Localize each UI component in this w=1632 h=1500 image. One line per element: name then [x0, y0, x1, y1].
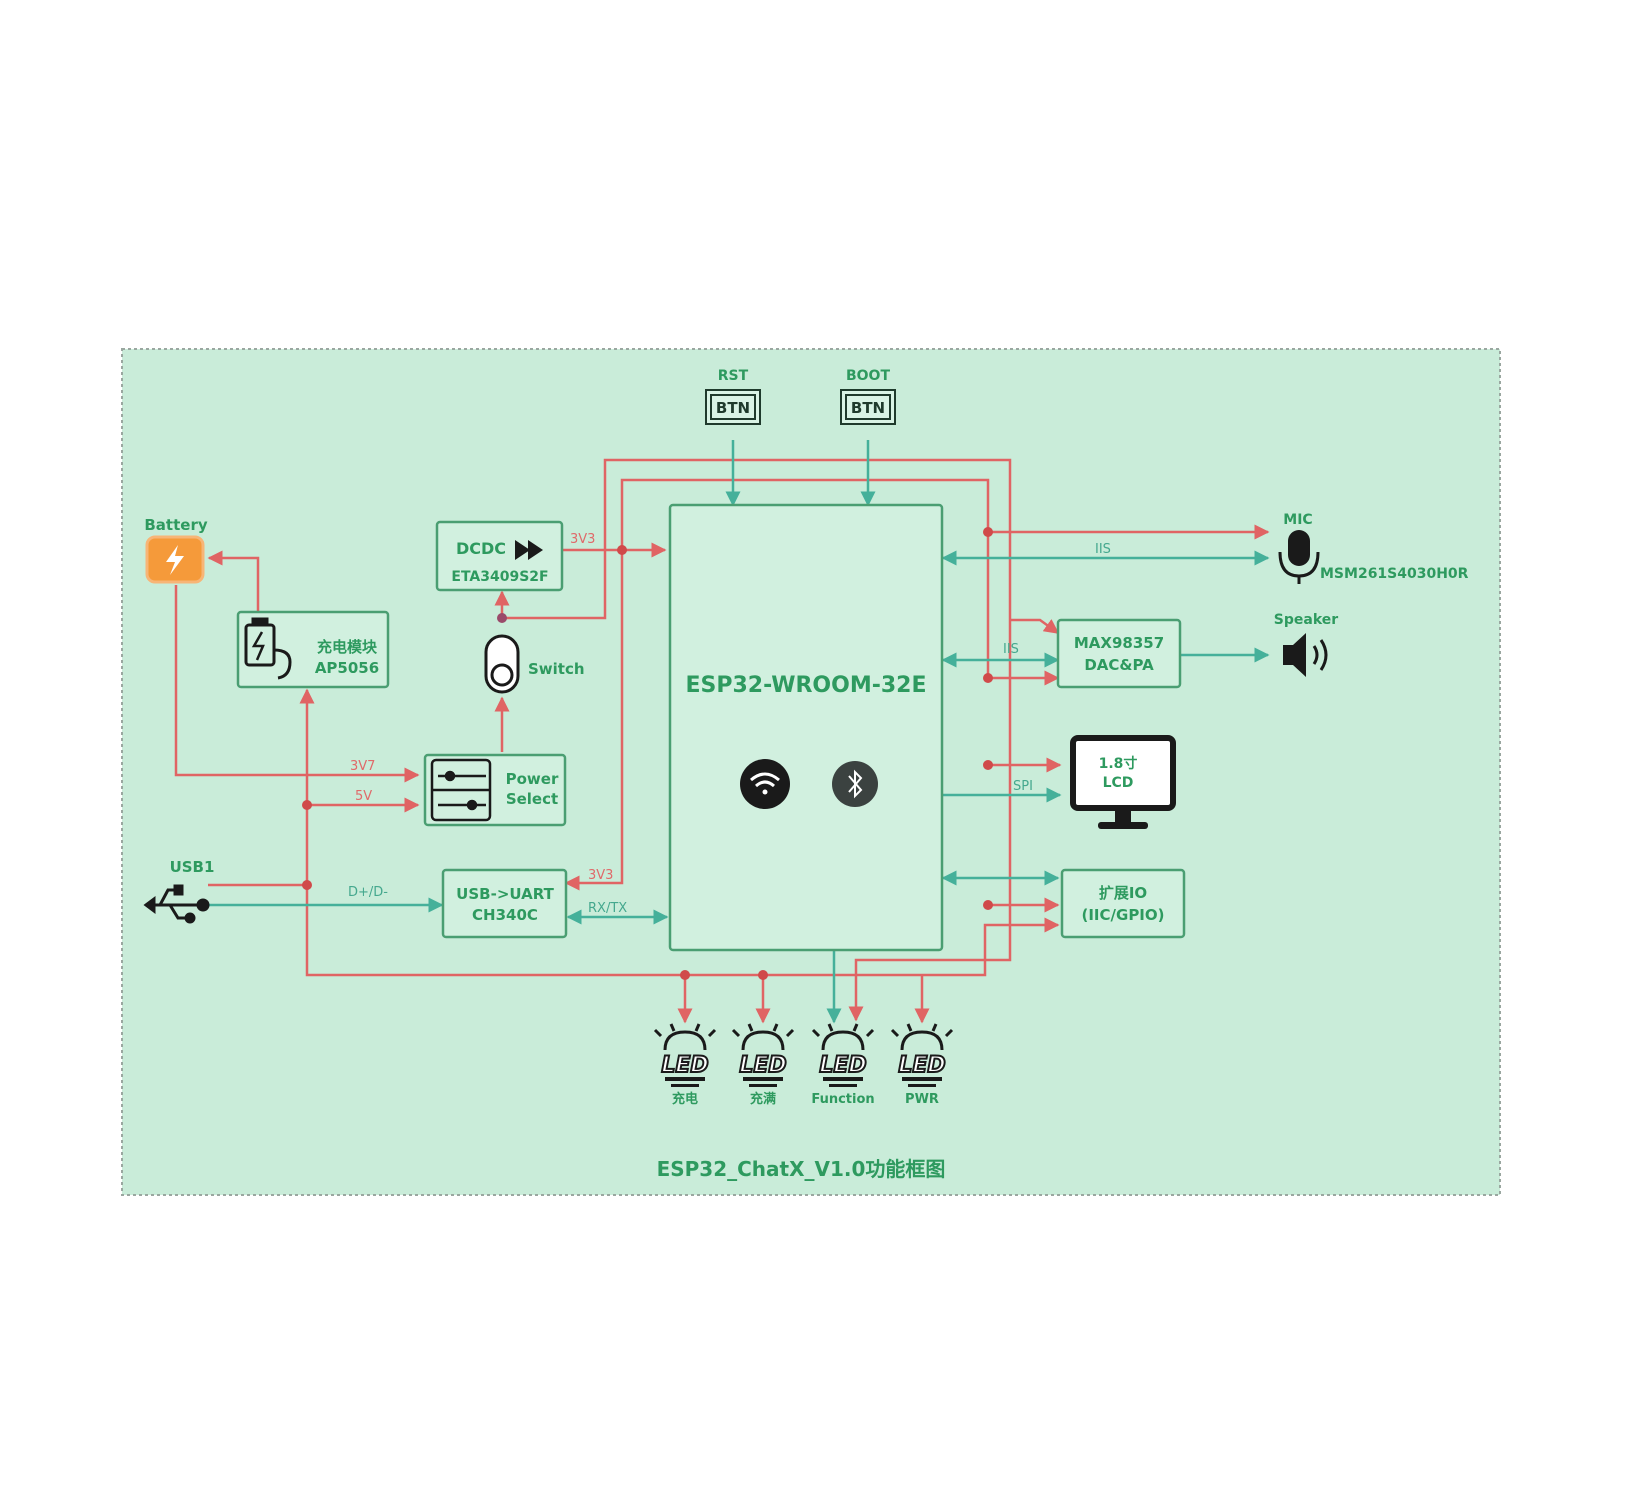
led-glyph: LED: [819, 1053, 866, 1078]
rst-label: RST: [718, 368, 749, 384]
io-line2: (IIC/GPIO): [1082, 906, 1165, 924]
led-glyph: LED: [739, 1053, 786, 1078]
battery-label: Battery: [144, 516, 207, 534]
bus-label-mic-iis: IIS: [1095, 542, 1111, 557]
usb-label: USB1: [170, 858, 215, 876]
lcd-monitor-icon: [1070, 735, 1176, 829]
led-dome-icon: [900, 1030, 944, 1051]
speaker-label: Speaker: [1274, 612, 1338, 628]
dcdc-block: [435, 520, 564, 592]
led-rays-icon: [890, 1023, 954, 1038]
diagram-title: ESP32_ChatX_V1.0功能框图: [657, 1157, 946, 1181]
bus-label-uart-3v3: 3V3: [588, 868, 613, 883]
led-indicator: LED 充满: [731, 1023, 795, 1107]
bus-label-dcdc-3v3: 3V3: [570, 532, 595, 547]
selector-icon: [430, 758, 492, 822]
uart-line2: CH340C: [472, 906, 538, 924]
bluetooth-icon: [832, 761, 878, 807]
led-label: 充满: [750, 1091, 776, 1107]
led-base: [749, 1084, 777, 1087]
led-base: [908, 1084, 936, 1087]
led-indicator: LED Function: [811, 1023, 875, 1107]
power-lines: [174, 458, 1270, 1024]
led-label: PWR: [905, 1092, 939, 1107]
bus-label-3v7: 3V7: [350, 759, 375, 774]
led-dome-icon: [741, 1030, 785, 1051]
boot-button-text: BTN: [851, 399, 885, 417]
bus-label-rx-tx: RX/TX: [588, 901, 627, 916]
led-indicator: LED PWR: [890, 1023, 954, 1107]
signal-lines: [208, 440, 1270, 1024]
mic-part: MSM261S4030H0R: [1320, 566, 1469, 582]
power-select-line1: Power: [506, 770, 559, 788]
junction-dots: [302, 527, 993, 980]
power-select-block: [423, 753, 567, 827]
dcdc-part: ETA3409S2F: [451, 569, 548, 585]
led-group: LED 充电 LED 充满 LED Function LED PWR: [653, 1023, 954, 1107]
charging-icon: [244, 617, 292, 680]
uart-block: [441, 868, 568, 939]
mic-label: MIC: [1283, 512, 1312, 528]
bus-label-dac-iis: IIS: [1003, 642, 1019, 657]
led-base: [743, 1077, 783, 1081]
lcd-line2: LCD: [1103, 775, 1134, 791]
mcu-name: ESP32-WROOM-32E: [685, 673, 926, 698]
led-dome-icon: [663, 1030, 707, 1051]
boot-label: BOOT: [846, 368, 890, 384]
switch-label: Switch: [528, 660, 585, 678]
led-base: [902, 1077, 942, 1081]
wifi-icon: [740, 759, 790, 809]
led-base: [823, 1077, 863, 1081]
dcdc-name: DCDC: [456, 539, 506, 558]
led-label: 充电: [672, 1091, 698, 1107]
rst-button-text: BTN: [716, 399, 750, 417]
lcd-line1: 1.8寸: [1099, 755, 1138, 772]
led-base: [665, 1077, 705, 1081]
bus-label-usb-data: D+/D-: [348, 885, 388, 900]
led-dome-icon: [821, 1030, 865, 1051]
led-rays-icon: [811, 1023, 875, 1038]
battery-icon: [145, 535, 205, 584]
speaker-icon: [1283, 633, 1328, 677]
led-base: [829, 1084, 857, 1087]
dac-line2: DAC&PA: [1084, 656, 1154, 674]
power-select-line2: Select: [506, 790, 558, 808]
led-rays-icon: [653, 1023, 717, 1038]
io-line1: 扩展IO: [1099, 884, 1147, 902]
led-rays-icon: [731, 1023, 795, 1038]
microphone-icon: [1278, 530, 1320, 584]
led-base: [671, 1084, 699, 1087]
led-glyph: LED: [661, 1053, 708, 1078]
mcu-block: [668, 503, 944, 952]
led-indicator: LED 充电: [653, 1023, 717, 1107]
io-block: [1060, 868, 1186, 939]
bus-label-lcd-spi: SPI: [1013, 779, 1033, 794]
charger-name: 充电模块: [317, 638, 378, 656]
switch-icon: [484, 634, 520, 694]
usb-icon: [143, 884, 210, 924]
dac-line1: MAX98357: [1074, 634, 1164, 652]
fast-forward-icon: [515, 540, 543, 560]
led-glyph: LED: [898, 1053, 945, 1078]
dac-block: [1056, 618, 1182, 689]
bus-label-5v: 5V: [355, 789, 372, 804]
led-label: Function: [811, 1092, 874, 1107]
uart-line1: USB->UART: [456, 885, 554, 903]
charger-part: AP5056: [315, 659, 379, 677]
